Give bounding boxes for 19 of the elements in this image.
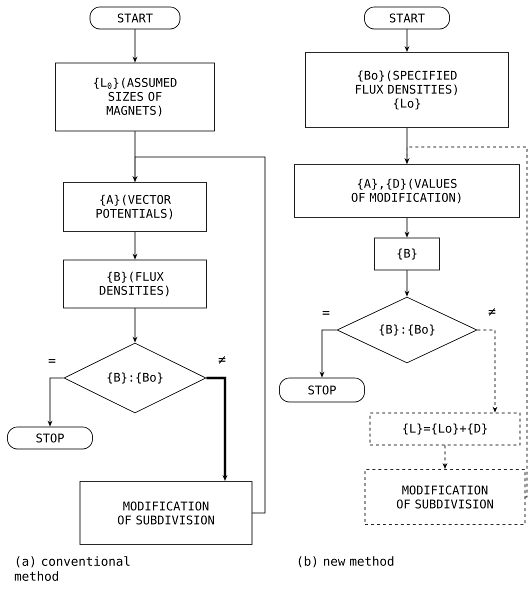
terminal-box: STOP: [7, 426, 93, 450]
edge-label: ≠: [487, 307, 497, 317]
caption: (a) conventional method: [14, 556, 130, 581]
process-box: {A}(VECTOR POTENTIALS): [63, 182, 207, 232]
process-box: MODIFICATION OF SUBDIVISION: [364, 469, 526, 525]
process-box: {B}: [374, 238, 440, 270]
process-box: {A},{D}(VALUES OF MODIFICATION): [294, 164, 520, 218]
caption: (b) new method: [298, 556, 394, 568]
process-box: {B}(FLUX DENSITIES): [63, 260, 207, 308]
edge-label: =: [47, 358, 57, 366]
edge-label: ≠: [217, 355, 227, 365]
process-box: MODIFICATION OF SUBDIVISION: [80, 481, 252, 545]
edge-label: =: [321, 310, 331, 318]
terminal-box: STOP: [279, 378, 365, 402]
process-box: {Bo}(SPECIFIED FLUX DENSITIES) {Lo}: [305, 52, 509, 128]
process-box: {L$_{0}$}(ASSUMED SIZES OF MAGNETS): [55, 62, 215, 132]
process-box: {L}={Lo}+{D}: [370, 412, 520, 446]
terminal-box: START: [364, 6, 450, 30]
terminal-box: START: [90, 6, 180, 30]
